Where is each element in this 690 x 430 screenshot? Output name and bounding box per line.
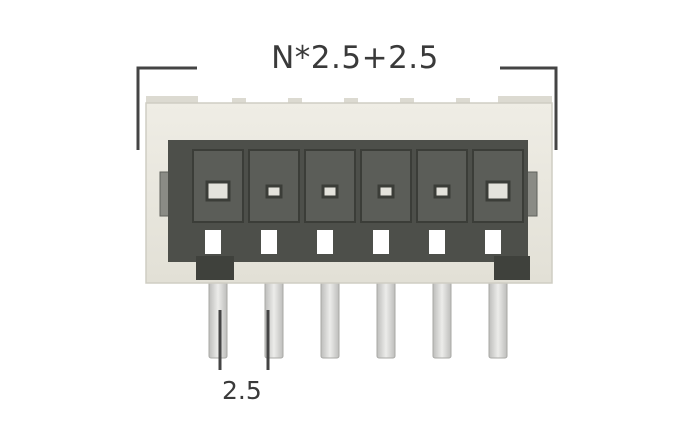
terminal-row [192,149,524,223]
window-slot [429,230,445,254]
bracket-left [136,66,197,150]
bottom-tab-left [196,256,234,280]
terminal-cell [192,149,244,223]
terminal-cell [472,149,524,223]
window-row [205,230,501,254]
pitch-dimension [218,310,270,370]
window-slot [373,230,389,254]
contact-hole [377,184,395,199]
terminal-cell [416,149,468,223]
contact-hole [265,184,283,199]
window-slot [205,230,221,254]
terminal-cell [304,149,356,223]
contact-hole [205,180,231,202]
pitch-label: 2.5 [222,376,262,405]
contact-hole [321,184,339,199]
pin [320,279,340,359]
window-slot [485,230,501,254]
window-slot [317,230,333,254]
pin [488,279,508,359]
overall-width-label: N*2.5+2.5 [271,40,439,76]
bracket-right [500,66,558,150]
pin-group [208,279,508,359]
overall-dimension-bracket [136,66,558,150]
pin [376,279,396,359]
window-slot [261,230,277,254]
cell-frame [416,149,468,223]
contact-hole [433,184,451,199]
top-ribs [146,96,552,104]
terminal-cell [248,149,300,223]
terminal-cell [360,149,412,223]
pin [208,279,228,359]
contact-hole [485,180,511,202]
bottom-tab-right [494,256,530,280]
side-latch-right [526,171,538,217]
pin [432,279,452,359]
